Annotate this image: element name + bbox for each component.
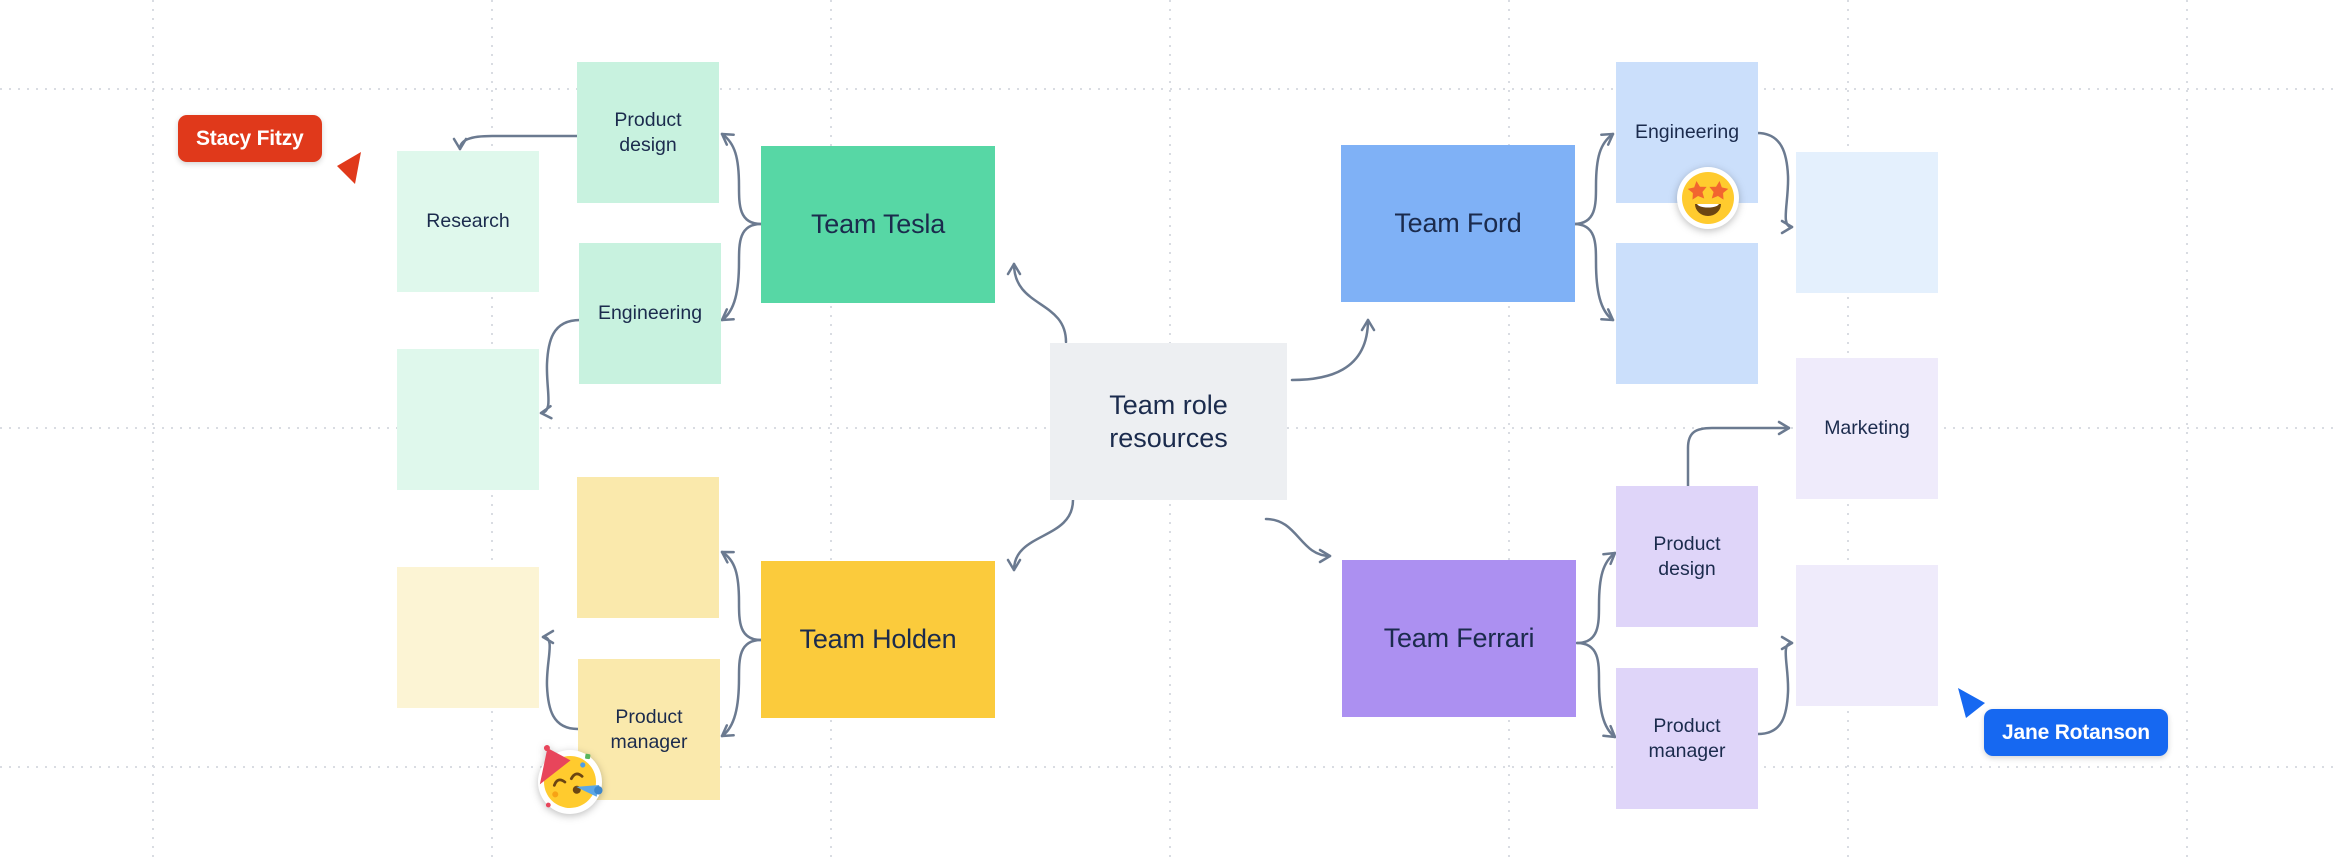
sticky-label: Product design xyxy=(1653,533,1721,580)
team-holden-label: Team Holden xyxy=(799,624,957,654)
jane-cursor-icon xyxy=(1958,688,1985,718)
connector-ferrari-to-product-design[interactable] xyxy=(1575,551,1617,645)
central-topic-label: Team role resources xyxy=(1109,389,1228,453)
connector-holden-to-product-manager[interactable] xyxy=(720,638,763,738)
sticky-label: Product design xyxy=(614,109,682,156)
sticky-label: Product manager xyxy=(1648,715,1726,762)
sticky-ferrari-blank-outer[interactable] xyxy=(1796,565,1938,706)
sticky-ford-blank[interactable] xyxy=(1616,243,1758,384)
team-holden-node[interactable]: Team Holden xyxy=(761,561,995,718)
connector-tesla-to-product-design[interactable] xyxy=(720,132,763,226)
connector-holden-to-blank-sticky[interactable] xyxy=(720,550,763,642)
sticky-tesla-product-design[interactable]: Product design xyxy=(577,62,719,203)
connector-ferrari-to-product-manager[interactable] xyxy=(1575,641,1617,739)
collaborator-tag-jane: Jane Rotanson xyxy=(1984,709,2168,756)
sticky-label: Marketing xyxy=(1824,417,1910,440)
partying-face-emoji-sticker[interactable] xyxy=(532,744,608,820)
sticky-label: Research xyxy=(426,210,510,233)
connector-engineering-to-pale-sticky[interactable] xyxy=(1755,131,1794,235)
sticky-ford-blank-outer[interactable] xyxy=(1796,152,1938,293)
connector-ford-to-engineering[interactable] xyxy=(1572,132,1615,226)
sticky-label: Engineering xyxy=(1634,121,1740,144)
team-ferrari-node[interactable]: Team Ferrari xyxy=(1342,560,1576,717)
collaborator-tag-stacy: Stacy Fitzy xyxy=(178,115,322,162)
connector-product-design-to-research[interactable] xyxy=(452,134,579,151)
sticky-tesla-engineering[interactable]: Engineering xyxy=(579,243,721,384)
connector-product-design-to-marketing[interactable] xyxy=(1686,420,1791,488)
sticky-tesla-blank[interactable] xyxy=(397,349,539,490)
team-ford-label: Team Ford xyxy=(1394,208,1522,238)
team-tesla-node[interactable]: Team Tesla xyxy=(761,146,995,303)
sticky-holden-blank-outer[interactable] xyxy=(397,567,539,708)
sticky-holden-blank[interactable] xyxy=(577,477,719,618)
team-ford-node[interactable]: Team Ford xyxy=(1341,145,1575,302)
sticky-ferrari-marketing[interactable]: Marketing xyxy=(1796,358,1938,499)
team-ferrari-label: Team Ferrari xyxy=(1383,623,1535,653)
stacy-cursor-icon xyxy=(337,152,361,184)
sticky-label: Product manager xyxy=(610,706,688,753)
star-struck-emoji-sticker[interactable] xyxy=(1672,162,1744,234)
connector-engineering-to-blank-sticky[interactable] xyxy=(539,318,582,420)
sticky-holden-product-manager[interactable]: Product manager xyxy=(578,659,720,800)
sticky-tesla-research[interactable]: Research xyxy=(397,151,539,292)
central-topic-node[interactable]: Team role resources xyxy=(1050,343,1287,500)
sticky-label: Engineering xyxy=(597,302,703,325)
sticky-ferrari-product-manager[interactable]: Product manager xyxy=(1616,668,1758,809)
connector-product-manager-to-blank-sticky[interactable] xyxy=(541,629,580,731)
connector-tesla-to-engineering[interactable] xyxy=(720,222,763,322)
connector-center-to-holden[interactable] xyxy=(1006,498,1075,572)
connector-center-to-ford[interactable] xyxy=(1290,318,1376,382)
connector-product-manager-to-pale-sticky[interactable] xyxy=(1756,635,1794,736)
connector-center-to-ferrari[interactable] xyxy=(1264,517,1332,564)
connector-ford-to-blank-sticky[interactable] xyxy=(1572,222,1615,322)
collaborator-name: Stacy Fitzy xyxy=(196,126,304,150)
team-tesla-label: Team Tesla xyxy=(810,209,946,239)
connector-center-to-tesla[interactable] xyxy=(1006,262,1068,344)
sticky-ferrari-product-design[interactable]: Product design xyxy=(1616,486,1758,627)
collaborator-name: Jane Rotanson xyxy=(2002,720,2150,744)
